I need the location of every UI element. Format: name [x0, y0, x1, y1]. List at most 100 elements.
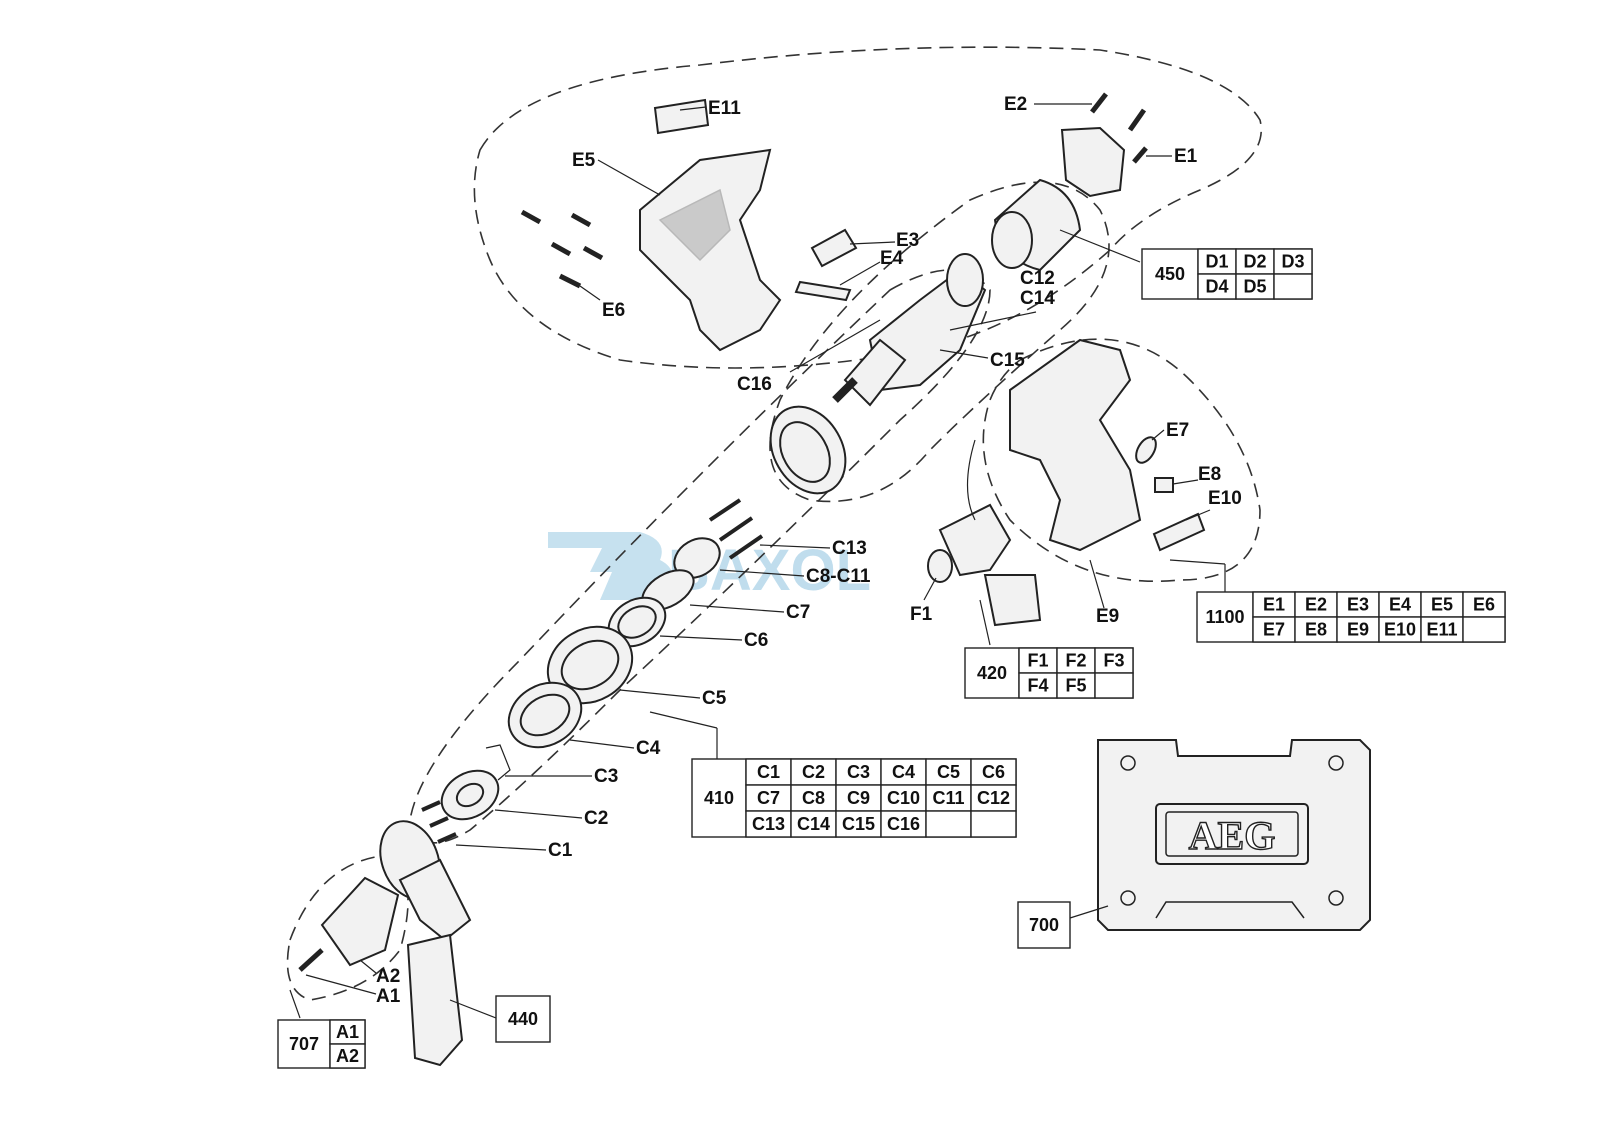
kit-part-cell: C5 — [937, 762, 960, 782]
kit-part-cell: C13 — [752, 814, 785, 834]
housing-group-outline — [473, 46, 1262, 369]
kit-code: 420 — [977, 663, 1007, 683]
kit-part-cell: C15 — [842, 814, 875, 834]
kit-part-cell: E9 — [1347, 620, 1369, 640]
kit-part-cell: C4 — [892, 762, 915, 782]
chuck-group-outline — [286, 854, 409, 1001]
svg-text:C15: C15 — [990, 350, 1025, 371]
handle-group-outline — [982, 338, 1261, 583]
part-box-440: 440 — [495, 995, 551, 1043]
label-plate-e11: E11 — [653, 98, 741, 135]
kit-part-cell: D1 — [1205, 252, 1228, 272]
svg-text:C13: C13 — [832, 538, 867, 559]
adjusting-nut-c6: C6 — [607, 596, 768, 651]
svg-text:C6: C6 — [744, 630, 768, 651]
switch-f: F1 — [910, 439, 1042, 646]
kit-part-cell: E6 — [1473, 595, 1495, 615]
kit-part-cell: F4 — [1027, 676, 1048, 696]
rear-cap-e1-e2: E2 E1 — [1004, 92, 1198, 198]
kit-code: 707 — [289, 1034, 319, 1054]
svg-text:E11: E11 — [708, 98, 741, 119]
screws-e6: E6 — [520, 209, 625, 321]
kit-part-cell: E1 — [1263, 595, 1285, 615]
svg-text:C14: C14 — [1020, 288, 1055, 309]
kit-part-cell: E4 — [1389, 595, 1411, 615]
kit-part-cell: D4 — [1205, 277, 1228, 297]
motor-group-outline — [769, 181, 1110, 503]
case-brand-logo: AEG — [1189, 813, 1276, 858]
kit-part-cell: E5 — [1431, 595, 1453, 615]
svg-text:A1: A1 — [376, 986, 401, 1007]
kit-part-cell: C3 — [847, 762, 870, 782]
svg-text:C7: C7 — [786, 602, 810, 623]
svg-text:C8-C11: C8-C11 — [806, 566, 871, 587]
svg-text:C4: C4 — [636, 738, 661, 759]
kit-part-cell: A2 — [336, 1046, 359, 1066]
svg-text:E9: E9 — [1096, 606, 1119, 627]
svg-text:E3: E3 — [896, 230, 919, 251]
housing-half-e5: E5 — [572, 148, 782, 352]
side-handle-440 — [379, 820, 497, 1067]
spring-e7: E7 — [1135, 420, 1189, 464]
kit-part-cell: D5 — [1243, 277, 1266, 297]
kit-part-cell: F1 — [1027, 651, 1048, 671]
kit-part-cell: C6 — [982, 762, 1005, 782]
label-e10: E10 — [1152, 488, 1242, 552]
kit-part-cell: E10 — [1384, 620, 1416, 640]
part-box-700: 700 — [1017, 901, 1071, 949]
front-plate-c2: C2 — [440, 769, 608, 829]
kit-code: 1100 — [1205, 607, 1244, 627]
kit-code: 450 — [1155, 264, 1185, 284]
spring-clip-c3: C3 — [485, 744, 618, 787]
kit-part-cell: C1 — [757, 762, 780, 782]
kit-part-cell: C12 — [977, 788, 1010, 808]
svg-text:C12: C12 — [1020, 268, 1055, 289]
kit-part-cell: C10 — [887, 788, 920, 808]
kit-part-cell: E8 — [1305, 620, 1327, 640]
part-box-label: 440 — [508, 1009, 538, 1029]
kit-part-cell: C7 — [757, 788, 780, 808]
kit-part-cell: A1 — [336, 1022, 359, 1042]
svg-text:E7: E7 — [1166, 420, 1189, 441]
svg-text:E10: E10 — [1208, 488, 1242, 509]
kit-part-cell: E2 — [1305, 595, 1327, 615]
kit-part-cell: E7 — [1263, 620, 1285, 640]
svg-text:E4: E4 — [880, 248, 904, 269]
kit-part-cell: C14 — [797, 814, 830, 834]
svg-text:E2: E2 — [1004, 94, 1027, 115]
svg-text:E6: E6 — [602, 300, 625, 321]
kit-part-cell: E3 — [1347, 595, 1369, 615]
screws-c1: C1 — [421, 800, 573, 861]
part-box-label: 700 — [1029, 915, 1059, 935]
motor-d — [991, 178, 1141, 272]
kit-part-cell: D2 — [1243, 252, 1266, 272]
kit-part-cell: F5 — [1065, 676, 1086, 696]
single-part-boxes: 700 440 — [495, 901, 1071, 1043]
svg-text:E5: E5 — [572, 150, 596, 171]
clutch-collar-c5: C5 — [546, 625, 727, 709]
gearbox-group-outline — [409, 269, 991, 844]
kit-part-cell: C9 — [847, 788, 870, 808]
svg-text:C3: C3 — [594, 766, 618, 787]
switch-parts-e3-e4: E3 E4 — [794, 228, 919, 302]
chuck-a: A2 A1 — [298, 876, 401, 1007]
svg-text:E1: E1 — [1174, 146, 1198, 167]
ring-gear-housing — [769, 405, 847, 495]
svg-text:C5: C5 — [702, 688, 727, 709]
kit-part-cell: E11 — [1426, 620, 1457, 640]
gearbox-assembly: C12 C14 C15 C16 — [737, 253, 1055, 407]
svg-text:C2: C2 — [584, 808, 608, 829]
handle-housing-e9: E9 — [1009, 338, 1142, 627]
kit-part-cell: C16 — [887, 814, 920, 834]
carry-case-700: AEG — [1069, 739, 1371, 931]
collar-sleeve-c4: C4 — [507, 681, 661, 759]
kit-part-cell: C2 — [802, 762, 825, 782]
svg-text:A2: A2 — [376, 966, 400, 987]
kit-part-cell: C8 — [802, 788, 825, 808]
kit-code: 410 — [704, 788, 734, 808]
